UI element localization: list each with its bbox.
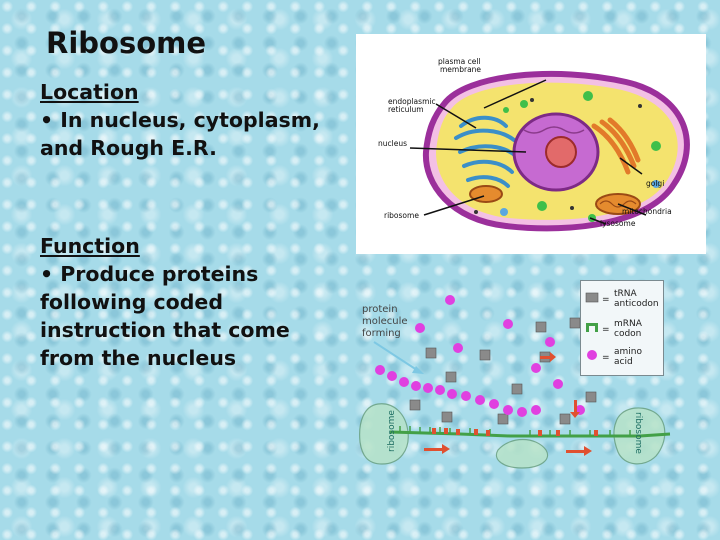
legend-trna-icon bbox=[585, 292, 599, 303]
legend-amino-icon bbox=[587, 350, 597, 360]
legend-dash-1: = bbox=[602, 295, 610, 305]
ribosome-left-label: ribosome bbox=[387, 410, 397, 452]
legend-dash-3: = bbox=[602, 353, 610, 363]
protein-label-1: protein bbox=[362, 304, 398, 315]
ribosome-right-label: ribosome bbox=[633, 412, 643, 454]
legend-symbols bbox=[585, 292, 599, 360]
translation-diagram: ribosome ribosome protein molecule formi… bbox=[350, 272, 720, 472]
slide-title: Ribosome bbox=[46, 26, 207, 60]
endoplasmic-reticulum bbox=[454, 115, 518, 188]
location-heading: Location bbox=[40, 80, 139, 104]
translation-diagram-svg: ribosome ribosome protein molecule formi… bbox=[359, 295, 671, 469]
label-er-2: reticulum bbox=[388, 105, 424, 114]
legend-text-3b: acid bbox=[614, 357, 633, 367]
function-bullet: Produce proteins following coded instruc… bbox=[40, 262, 290, 370]
location-bullet: In nucleus, cytoplasm, and Rough E.R. bbox=[40, 108, 320, 160]
legend-dash-2: = bbox=[602, 325, 610, 335]
label-plasma-membrane-1: plasma cell bbox=[438, 57, 481, 66]
protein-label-3: forming bbox=[362, 328, 401, 339]
function-section: Function Produce proteins following code… bbox=[40, 232, 330, 372]
location-section: Location In nucleus, cytoplasm, and Roug… bbox=[40, 78, 330, 162]
legend-text-3a: amino bbox=[614, 347, 642, 357]
label-nucleus: nucleus bbox=[378, 139, 407, 148]
mrna-strand bbox=[389, 430, 671, 438]
label-lysosome: lysosome bbox=[600, 219, 636, 228]
golgi-shape bbox=[591, 117, 641, 175]
legend-mrna-icon bbox=[586, 323, 598, 326]
amino-acid-group bbox=[375, 295, 591, 417]
label-golgi: golgi bbox=[646, 179, 664, 188]
label-er-1: endoplasmic bbox=[388, 97, 436, 106]
label-mitochondria: mitochondria bbox=[622, 207, 672, 216]
legend-text-1b: anticodon bbox=[614, 299, 659, 309]
cell-diagram-svg: plasma cell membrane endoplasmic reticul… bbox=[378, 57, 690, 232]
legend-text-2b: codon bbox=[614, 329, 642, 339]
ribosome-left-shape bbox=[359, 403, 409, 465]
direction-arrows bbox=[424, 352, 592, 456]
function-heading: Function bbox=[40, 234, 140, 258]
label-plasma-membrane-2: membrane bbox=[440, 65, 481, 74]
cell-diagram: plasma cell membrane endoplasmic reticul… bbox=[356, 34, 706, 254]
label-ribosome: ribosome bbox=[384, 211, 419, 220]
legend: = tRNA anticodon = mRNA codon = amino ac… bbox=[580, 280, 664, 376]
legend-text-2a: mRNA bbox=[614, 319, 642, 329]
protein-label-2: molecule bbox=[362, 316, 408, 327]
legend-text-1a: tRNA bbox=[614, 289, 637, 299]
